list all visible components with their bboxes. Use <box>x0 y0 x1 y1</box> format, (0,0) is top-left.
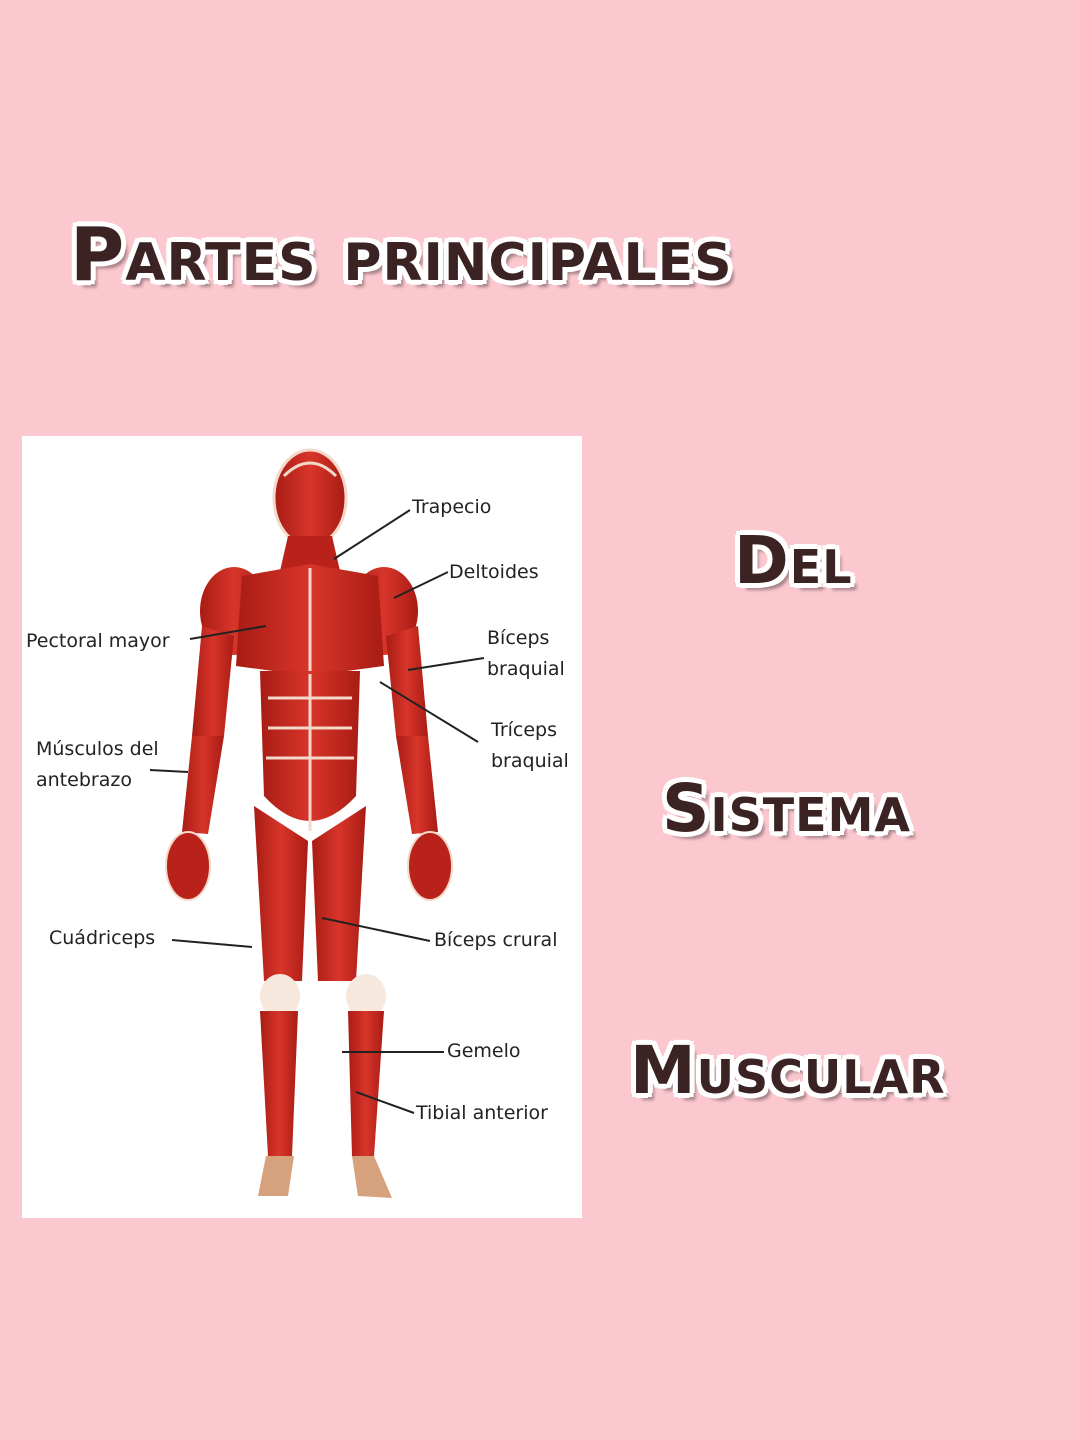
label-pectoral-mayor: Pectoral mayor <box>26 630 170 652</box>
label-biceps-crural: Bíceps crural <box>434 929 558 951</box>
label-biceps-braquial-1: Bíceps <box>487 627 550 649</box>
page-title: Partes principales <box>70 212 733 298</box>
label-deltoides: Deltoides <box>449 561 539 583</box>
label-gemelo: Gemelo <box>447 1040 521 1062</box>
label-leader-lines <box>149 509 485 1114</box>
label-musculos-antebrazo-2: antebrazo <box>36 769 132 791</box>
muscle-diagram: Trapecio Deltoides Bíceps braquial Tríce… <box>22 436 582 1218</box>
muscle-figure <box>149 448 485 1198</box>
human-body <box>165 448 453 1198</box>
label-cuadriceps: Cuádriceps <box>49 927 156 949</box>
label-trapecio: Trapecio <box>412 496 492 518</box>
label-triceps-braquial-1: Tríceps <box>491 719 557 741</box>
label-musculos-antebrazo-1: Músculos del <box>36 738 159 760</box>
heading-del: Del <box>734 522 853 599</box>
label-triceps-braquial-2: braquial <box>491 750 569 772</box>
label-biceps-braquial-2: braquial <box>487 658 565 680</box>
heading-muscular: Muscular <box>630 1032 946 1109</box>
heading-sistema: Sistema <box>662 770 911 847</box>
label-tibial-anterior: Tibial anterior <box>416 1102 548 1124</box>
